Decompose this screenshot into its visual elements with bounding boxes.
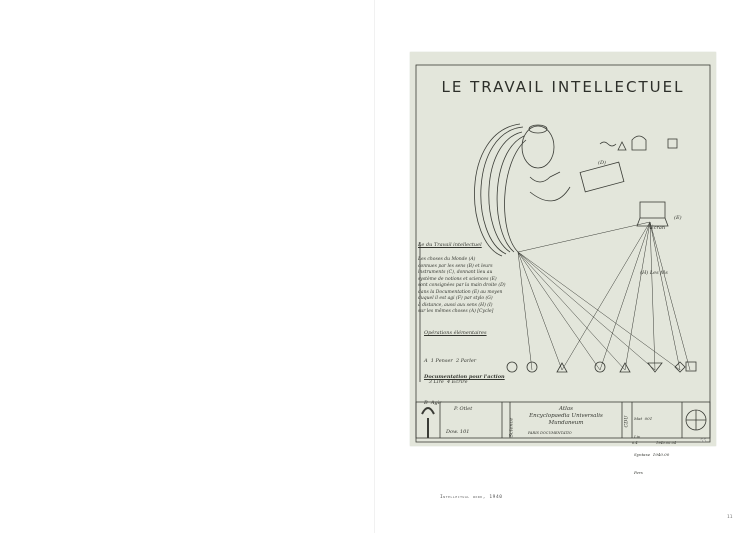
- book-gutter: [374, 0, 375, 533]
- side-text-line: duquel il est agi (F) par stylo (G): [418, 296, 493, 301]
- operation-line: A 1 Penser 2 Parler: [424, 358, 477, 364]
- label-e: (E): [674, 215, 682, 221]
- side-text-line: Les choses du Monde (A): [418, 257, 476, 262]
- label-ecran: Écran: [650, 225, 666, 231]
- footer-number: Dow. 101: [446, 429, 470, 435]
- operation-line: B Agir: [424, 400, 442, 406]
- footer-bottom-left: 6.4: [632, 441, 638, 445]
- les-fils-label: (H) Les fils: [640, 270, 668, 276]
- side-heading: Le du Travail intellectuel: [418, 242, 482, 248]
- side-text-line: à distance, aussi aux sens (H) (I): [418, 302, 493, 308]
- side-text-line: instruments (C), donnant lieu au: [418, 270, 493, 275]
- footer-vertical-cdu: CDU: [623, 415, 630, 428]
- side-text: Les choses du Monde (A) connues par les …: [418, 257, 506, 316]
- document-plate: LE TRAVAIL INTELLECTUEL Le du Travail in…: [410, 52, 716, 475]
- footer-date: 1940.08.04: [656, 441, 677, 445]
- intellectual-work-drawing: [415, 64, 711, 443]
- side-text-line: système de notions et sciences (E): [418, 276, 497, 282]
- label-d: (D): [598, 160, 606, 166]
- footer-atlas: Atlas Encyclopaedia Universalis Mundaneu…: [510, 406, 622, 427]
- footer-publisher: PARIS DOCUMENTATIO: [528, 431, 572, 435]
- operations-heading: Opérations élémentaires: [424, 330, 487, 336]
- plate-border: [415, 64, 711, 443]
- documentation-label: Documentation pour l'action: [424, 374, 505, 380]
- side-text-line: dans la Documentation (E) au moyen: [418, 289, 503, 295]
- atlas-line: Atlas: [559, 406, 573, 412]
- meta-line: Syntaxe 1940.00: [634, 452, 670, 457]
- meta-line: Liv: [634, 434, 641, 439]
- side-text-line: sur les mêmes choses (A) [Cycle]: [418, 309, 494, 314]
- corner-mark: 55: [700, 438, 707, 444]
- side-text-line: sont consignées par la main droite (D): [418, 283, 506, 288]
- atlas-line: Mundaneum: [548, 420, 584, 426]
- operation-line: 3 Lire 4 Écrire: [424, 379, 468, 385]
- operations-list: A 1 Penser 2 Parler 3 Lire 4 Écrire B Ag…: [424, 344, 476, 421]
- figure-caption: Intellectual work, 1940: [440, 495, 503, 500]
- atlas-line: Encyclopaedia Universalis: [529, 413, 603, 419]
- page-number: 11: [727, 515, 733, 520]
- plate-title: LE TRAVAIL INTELLECTUEL: [441, 78, 685, 96]
- meta-line: Mat 001: [634, 416, 653, 421]
- footer-author: P. Otlet: [454, 406, 473, 412]
- meta-line: Pers: [634, 470, 643, 475]
- side-text-line: connues par les sens (B) et leurs: [418, 263, 493, 269]
- footer-meta: Mat 001 Liv Syntaxe 1940.00 Pers: [634, 404, 669, 488]
